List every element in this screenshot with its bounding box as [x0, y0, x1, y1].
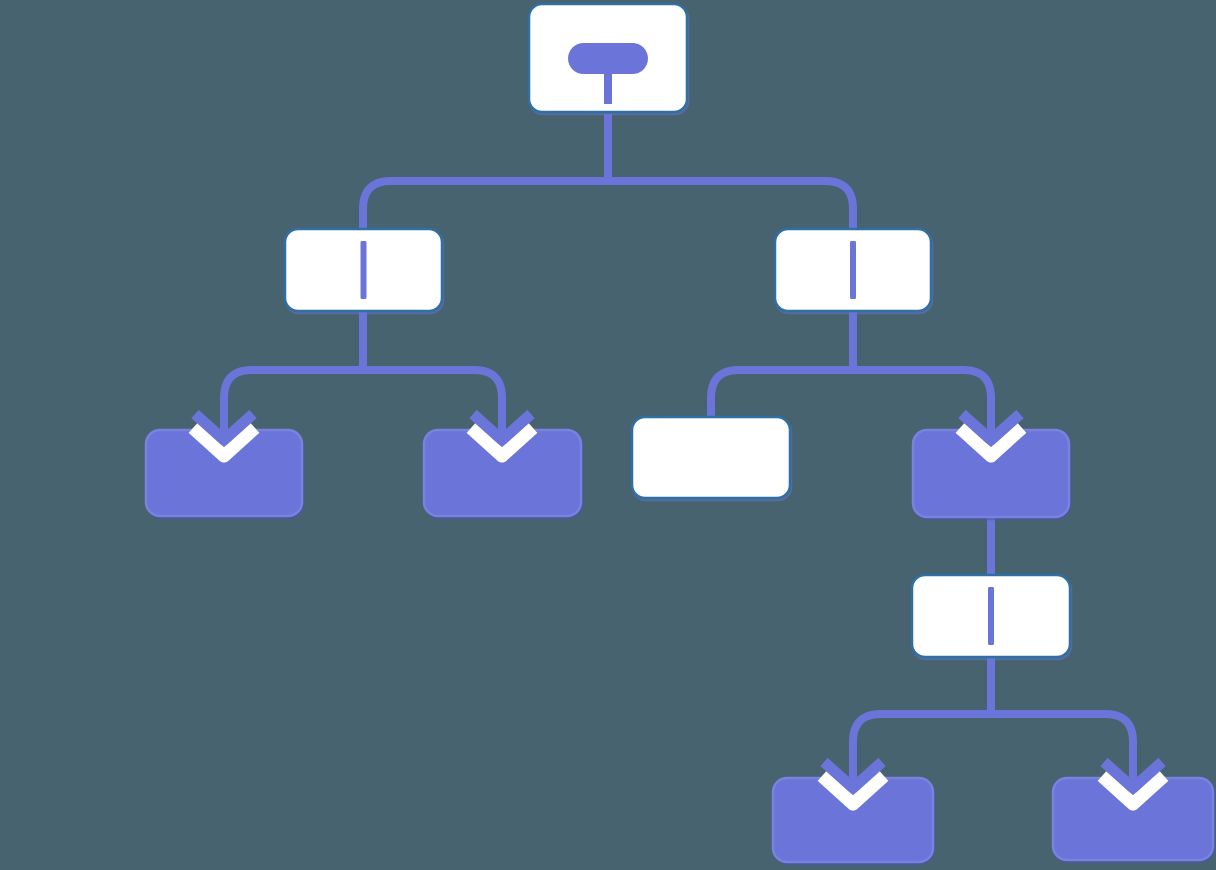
arrows-layer	[188, 409, 1169, 811]
down-arrow-icon	[955, 409, 1027, 463]
down-arrow-icon	[817, 757, 889, 811]
node-divider-bar	[988, 587, 994, 645]
connector-left-fork	[220, 366, 506, 418]
chevron-white-icon	[1097, 771, 1169, 811]
chevron-white-icon	[188, 423, 260, 463]
root-topic-stem	[604, 71, 612, 104]
connector-right-fork	[707, 366, 995, 418]
down-arrow-icon	[466, 409, 538, 463]
chevron-purple-icon	[958, 409, 1024, 446]
chevron-white-icon	[817, 771, 889, 811]
connector-branch-top	[359, 177, 857, 230]
chevron-purple-icon	[820, 757, 886, 794]
chevron-purple-icon	[1100, 757, 1166, 794]
root-topic-pill-icon[interactable]	[568, 43, 648, 74]
tree-node-child-plain[interactable]	[630, 415, 792, 500]
connector-bottom-fork	[849, 710, 1137, 766]
node-divider-bar	[850, 241, 856, 299]
chevron-purple-icon	[469, 409, 535, 446]
down-arrow-icon	[1097, 757, 1169, 811]
nodes-layer	[144, 2, 1215, 864]
chevron-white-icon	[955, 423, 1027, 463]
connectors-layer	[220, 114, 1137, 766]
node-divider-bar	[360, 241, 367, 299]
chevron-purple-icon	[191, 409, 257, 446]
chevron-white-icon	[466, 423, 538, 463]
down-arrow-icon	[188, 409, 260, 463]
